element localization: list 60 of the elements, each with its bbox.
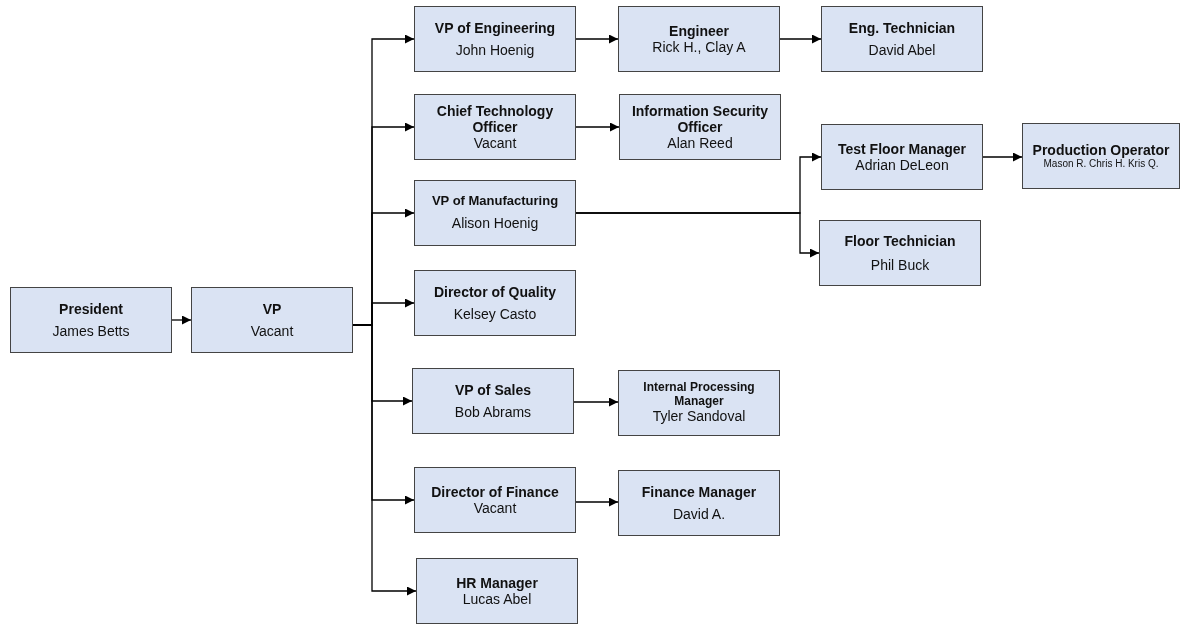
role-title: VP of Manufacturing bbox=[431, 194, 559, 210]
person-name: Mason R. Chris H. Kris Q. bbox=[1043, 158, 1159, 171]
person-name: Adrian DeLeon bbox=[855, 156, 949, 174]
connector-arrow bbox=[575, 122, 620, 132]
person-name: Vacant bbox=[473, 499, 517, 517]
role-title: Information Security Officer bbox=[630, 102, 770, 135]
person-name: Alison Hoenig bbox=[451, 215, 539, 232]
person-name: Bob Abrams bbox=[454, 403, 532, 421]
person-name: Lucas Abel bbox=[462, 590, 532, 608]
role-title: VP bbox=[262, 300, 282, 317]
person-name: Tyler Sandoval bbox=[652, 408, 746, 426]
role-title: VP of Sales bbox=[455, 381, 531, 398]
connector-arrow bbox=[573, 397, 619, 407]
role-box bbox=[10, 287, 172, 353]
person-name: Alan Reed bbox=[667, 134, 733, 152]
person-name: James Betts bbox=[52, 322, 130, 340]
role-box bbox=[412, 368, 574, 434]
role-title: Chief Technology Officer bbox=[435, 102, 555, 135]
role-title: Production Operator bbox=[1032, 141, 1170, 159]
role-title: VP of Engineering bbox=[434, 19, 556, 36]
role-box bbox=[416, 558, 578, 624]
role-title: HR Manager bbox=[456, 574, 538, 591]
role-box bbox=[821, 124, 983, 190]
person-name: David A. bbox=[672, 505, 726, 523]
connector-arrow bbox=[575, 34, 619, 44]
role-box bbox=[414, 467, 576, 533]
role-title: Director of Finance bbox=[431, 483, 559, 500]
role-title: Finance Manager bbox=[641, 483, 757, 500]
role-box bbox=[414, 270, 576, 336]
role-title: Test Floor Manager bbox=[837, 140, 967, 157]
connector-arrow bbox=[575, 497, 619, 507]
role-box bbox=[618, 6, 780, 72]
person-name: John Hoenig bbox=[455, 41, 535, 59]
role-box bbox=[191, 287, 353, 353]
role-box bbox=[819, 220, 981, 286]
person-name: Rick H., Clay A bbox=[652, 38, 746, 56]
role-box bbox=[619, 94, 781, 160]
connector-arrow bbox=[779, 34, 822, 44]
person-name: Kelsey Casto bbox=[453, 305, 537, 323]
connector-arrow bbox=[352, 324, 417, 596]
role-title: Director of Quality bbox=[433, 283, 557, 300]
connector-arrow bbox=[982, 152, 1023, 162]
person-name: David Abel bbox=[868, 41, 936, 59]
role-title: President bbox=[59, 300, 123, 317]
role-title: Engineer bbox=[669, 22, 729, 39]
role-box bbox=[414, 94, 576, 160]
person-name: Phil Buck bbox=[870, 256, 930, 274]
role-title: Internal Processing Manager bbox=[642, 380, 756, 409]
role-box bbox=[618, 470, 780, 536]
connector-arrow bbox=[575, 212, 820, 258]
person-name: Vacant bbox=[473, 134, 517, 152]
role-box bbox=[1022, 123, 1180, 189]
role-box bbox=[618, 370, 780, 436]
role-box bbox=[414, 6, 576, 72]
role-title: Eng. Technician bbox=[848, 19, 956, 36]
role-box bbox=[821, 6, 983, 72]
connector-arrow bbox=[171, 315, 192, 325]
role-box bbox=[414, 180, 576, 246]
person-name: Vacant bbox=[250, 322, 294, 340]
role-title: Floor Technician bbox=[844, 232, 956, 249]
